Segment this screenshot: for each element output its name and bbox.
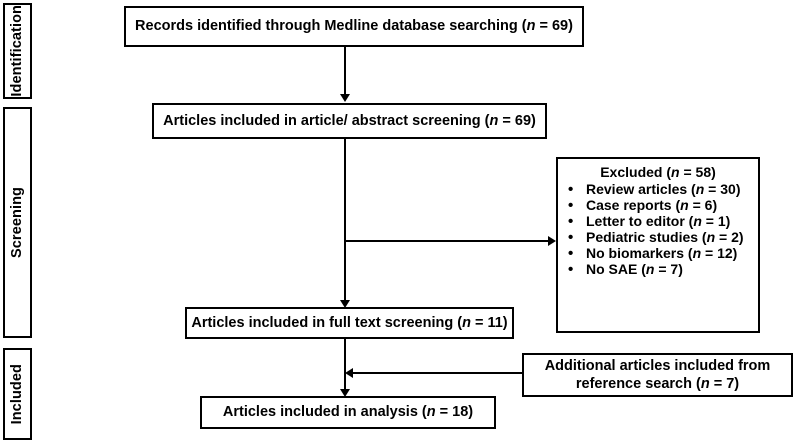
connector-fulltext-to-analysis xyxy=(344,339,346,392)
records-italic-n: n xyxy=(526,18,536,35)
stage-box-identification: Identification xyxy=(3,3,32,99)
box-abstract-screening: Articles included in article/ abstract s… xyxy=(152,103,547,139)
connector-abstract-to-fulltext xyxy=(344,139,346,306)
analysis-text-before: Articles included in analysis ( xyxy=(222,404,427,421)
additional-text-before: Additional articles included from refere… xyxy=(544,357,771,392)
excluded-item-label: Review articles (n = 30) xyxy=(586,181,741,198)
connector-to-excluded xyxy=(344,240,548,242)
box-records-identified-text: Records identified through Medline datab… xyxy=(129,17,579,35)
records-text-before: Records identified through Medline datab… xyxy=(135,18,527,35)
box-full-text-screening: Articles included in full text screening… xyxy=(185,307,514,339)
box-articles-in-analysis-text: Articles included in analysis (n = 18) xyxy=(217,403,479,421)
box-records-identified: Records identified through Medline datab… xyxy=(124,6,584,47)
stage-label-identification: Identification xyxy=(9,5,26,97)
box-excluded: Excluded (n = 58) • Review articles (n =… xyxy=(556,157,760,333)
additional-text-after: = 7) xyxy=(709,376,740,392)
excluded-title: Excluded (n = 58) xyxy=(564,164,752,180)
analysis-text-after: = 18) xyxy=(435,404,474,421)
excluded-item-label: Letter to editor (n = 1) xyxy=(586,213,731,230)
box-additional-articles-text: Additional articles included from refere… xyxy=(524,357,791,393)
arrowhead-additional-to-main xyxy=(345,368,353,378)
abstract-italic-n: n xyxy=(489,112,499,129)
bullet-icon: • xyxy=(568,261,574,279)
fulltext-text-before: Articles included in full text screening… xyxy=(191,314,463,331)
excluded-title-before: Excluded ( xyxy=(600,164,672,180)
bullet-icon: • xyxy=(568,181,574,199)
arrowhead-abstract-to-fulltext xyxy=(340,300,350,308)
abstract-text-before: Articles included in article/ abstract s… xyxy=(163,112,490,129)
stage-label-screening: Screening xyxy=(9,186,26,258)
abstract-text-after: = 69) xyxy=(498,112,536,129)
excluded-item-label: No SAE (n = 7) xyxy=(586,261,683,278)
excluded-item-review-articles: • Review articles (n = 30) xyxy=(564,182,752,197)
bullet-icon: • xyxy=(568,197,574,215)
connector-additional-to-main xyxy=(353,372,522,374)
box-abstract-screening-text: Articles included in article/ abstract s… xyxy=(157,112,542,130)
bullet-icon: • xyxy=(568,229,574,247)
excluded-item-label: No biomarkers (n = 12) xyxy=(586,245,738,262)
bullet-icon: • xyxy=(568,245,574,263)
excluded-item-case-reports: • Case reports (n = 6) xyxy=(564,198,752,213)
analysis-italic-n: n xyxy=(426,404,436,421)
arrowhead-to-excluded xyxy=(548,236,556,246)
fulltext-text-after: = 11) xyxy=(470,314,508,331)
bullet-icon: • xyxy=(568,213,574,231)
excluded-title-italic-n: n xyxy=(671,164,680,180)
excluded-item-pediatric-studies: • Pediatric studies (n = 2) xyxy=(564,230,752,245)
stage-label-included: Included xyxy=(9,363,26,425)
box-additional-articles: Additional articles included from refere… xyxy=(522,353,793,397)
additional-italic-n: n xyxy=(700,376,710,392)
excluded-item-no-biomarkers: • No biomarkers (n = 12) xyxy=(564,246,752,261)
box-articles-in-analysis: Articles included in analysis (n = 18) xyxy=(200,396,496,429)
excluded-item-label: Case reports (n = 6) xyxy=(586,197,718,214)
excluded-item-no-sae: • No SAE (n = 7) xyxy=(564,262,752,277)
excluded-title-after: = 58) xyxy=(679,164,716,180)
box-full-text-screening-text: Articles included in full text screening… xyxy=(185,314,513,332)
fulltext-italic-n: n xyxy=(462,314,471,331)
stage-box-screening: Screening xyxy=(3,107,32,338)
records-text-after: = 69) xyxy=(535,18,573,35)
excluded-item-letter-to-editor: • Letter to editor (n = 1) xyxy=(564,214,752,229)
arrowhead-fulltext-to-analysis xyxy=(340,389,350,397)
arrowhead-records-to-abstract xyxy=(340,94,350,102)
stage-box-included: Included xyxy=(3,348,32,440)
connector-records-to-abstract xyxy=(344,47,346,95)
excluded-item-label: Pediatric studies (n = 2) xyxy=(586,229,744,246)
